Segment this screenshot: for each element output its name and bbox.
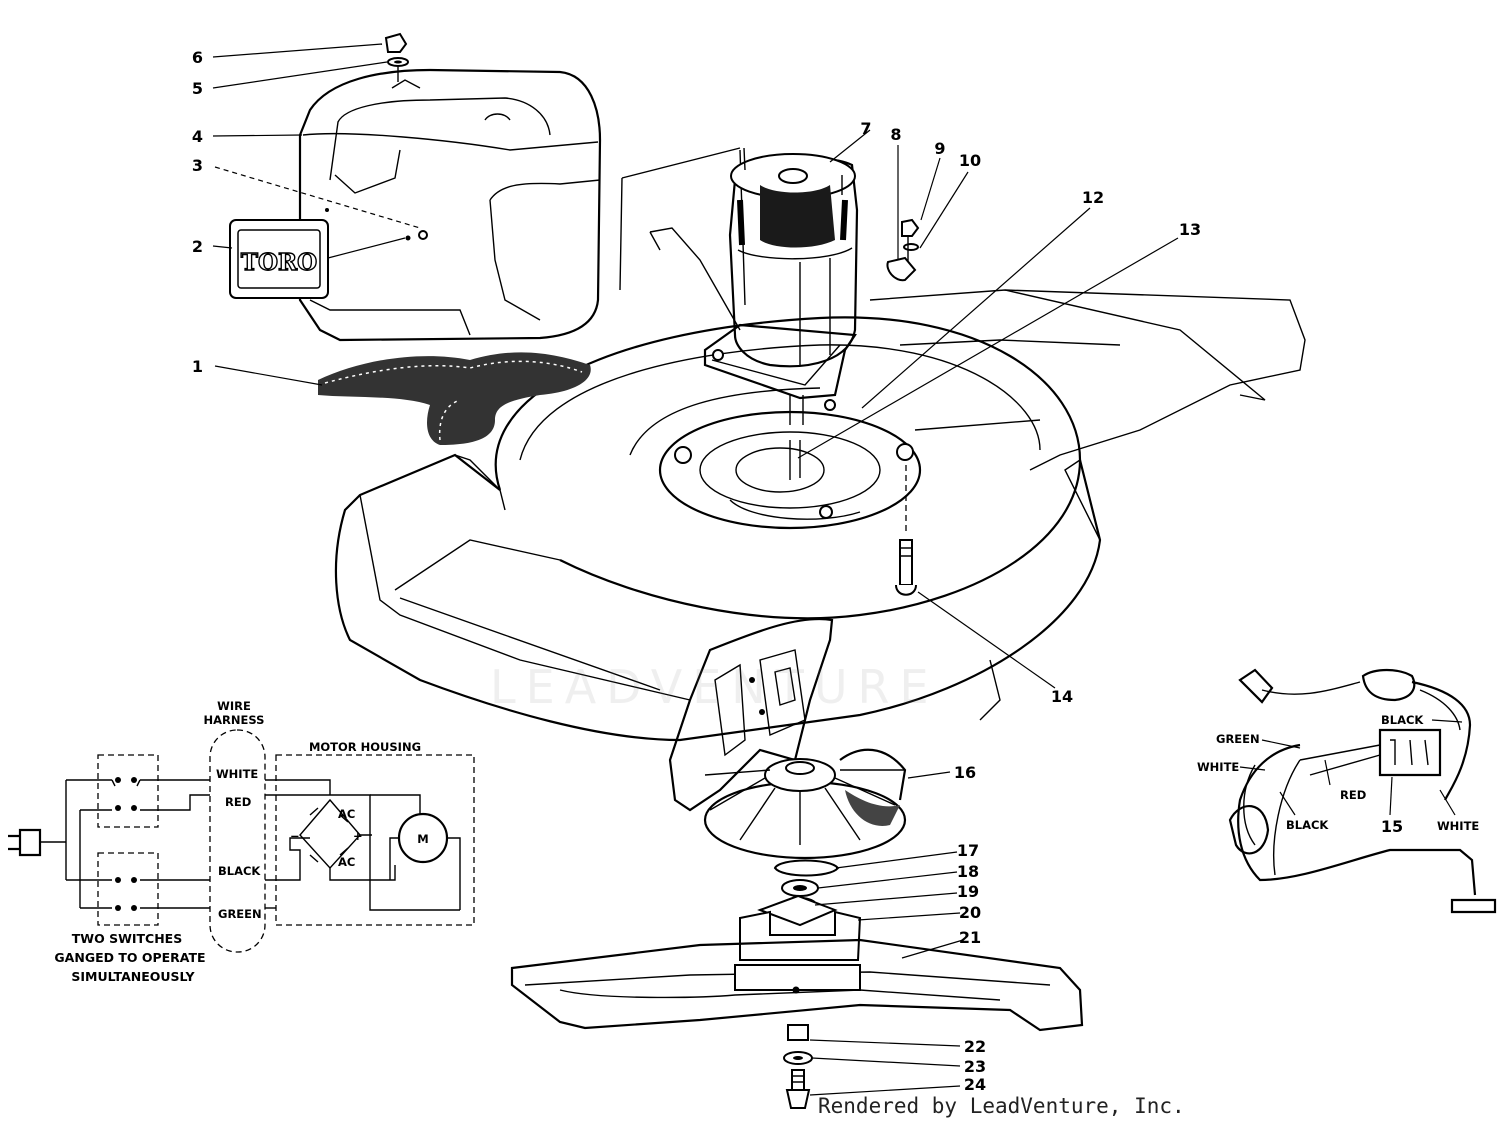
- label-21: 21: [959, 928, 981, 947]
- harness-label-white-left: WHITE: [1197, 760, 1239, 774]
- label-16: 16: [954, 763, 976, 782]
- switch-caption-line3: SIMULTANEOUSLY: [71, 969, 195, 984]
- bridge-label-minus: −: [290, 829, 300, 843]
- label-10: 10: [959, 151, 981, 170]
- label-15: 15: [1381, 817, 1403, 836]
- wiring-schematic: [8, 729, 475, 953]
- schematic-label-white: WHITE: [216, 767, 258, 781]
- leader-lines: [212, 43, 1463, 1096]
- label-8: 8: [890, 125, 901, 144]
- label-24: 24: [964, 1075, 986, 1094]
- schematic-labels: WIRE HARNESS MOTOR HOUSING WHITE RED BLA…: [54, 699, 428, 984]
- toro-badge-text: TORO: [241, 249, 317, 276]
- mower-deck: [334, 147, 1306, 742]
- schematic-label-green: GREEN: [218, 907, 262, 921]
- motor-symbol-label: M: [417, 832, 428, 846]
- toro-badge: TORO: [229, 219, 329, 299]
- label-5: 5: [192, 79, 203, 98]
- schematic-label-red: RED: [225, 795, 251, 809]
- label-7: 7: [860, 119, 871, 138]
- harness-label-green: GREEN: [1216, 732, 1260, 746]
- label-22: 22: [964, 1037, 986, 1056]
- label-6: 6: [192, 48, 203, 67]
- label-9: 9: [934, 139, 945, 158]
- label-3: 3: [192, 156, 203, 175]
- label-4: 4: [192, 127, 203, 146]
- bridge-label-ac-bottom: AC: [338, 855, 355, 869]
- label-20: 20: [959, 903, 981, 922]
- harness-label-black-bottom: BLACK: [1286, 818, 1329, 832]
- label-12: 12: [1082, 188, 1104, 207]
- bridge-label-plus: +: [353, 829, 363, 843]
- cooling-fan: [703, 748, 907, 860]
- harness-label-red: RED: [1340, 788, 1366, 802]
- debris-brush: [318, 352, 591, 445]
- switch-caption-line1: TWO SWITCHES: [72, 931, 182, 946]
- blade-hardware: [739, 859, 862, 961]
- cover-hardware: [384, 32, 428, 241]
- mounting-plate: [658, 410, 922, 530]
- watermark: LEADVENTURE: [490, 660, 939, 714]
- part-number-labels: 6 5 4 3 2 1 7 8 9 10 12 13 14 16 17 18 1…: [192, 48, 1403, 1094]
- mower-blade: [510, 938, 1084, 1032]
- mount-bolt: [895, 465, 917, 596]
- harness-label-white-right: WHITE: [1437, 819, 1479, 833]
- motor-housing-title: MOTOR HOUSING: [309, 740, 421, 754]
- label-14: 14: [1051, 687, 1073, 706]
- wire-harness-drawing: [1228, 668, 1497, 914]
- baffle-bracket: [668, 617, 834, 812]
- blade-bolt-hardware: [783, 1024, 813, 1109]
- schematic-label-black: BLACK: [218, 864, 261, 878]
- mount-hardware: [886, 218, 920, 282]
- electric-motor: [703, 147, 859, 425]
- label-13: 13: [1179, 220, 1201, 239]
- label-17: 17: [957, 841, 979, 860]
- label-23: 23: [964, 1057, 986, 1076]
- label-19: 19: [957, 882, 979, 901]
- harness-label-black-top: BLACK: [1381, 713, 1424, 727]
- motor-cover: [298, 68, 602, 342]
- label-18: 18: [957, 862, 979, 881]
- label-2: 2: [192, 237, 203, 256]
- switch-caption-line2: GANGED TO OPERATE: [54, 950, 205, 965]
- bridge-label-ac-top: AC: [338, 807, 355, 821]
- harness-wire-labels: BLACK GREEN WHITE RED BLACK WHITE: [1197, 713, 1479, 833]
- render-credit: Rendered by LeadVenture, Inc.: [818, 1094, 1185, 1118]
- label-1: 1: [192, 357, 203, 376]
- wire-harness-title-line1: WIRE: [217, 699, 251, 713]
- wire-harness-title-line2: HARNESS: [204, 713, 265, 727]
